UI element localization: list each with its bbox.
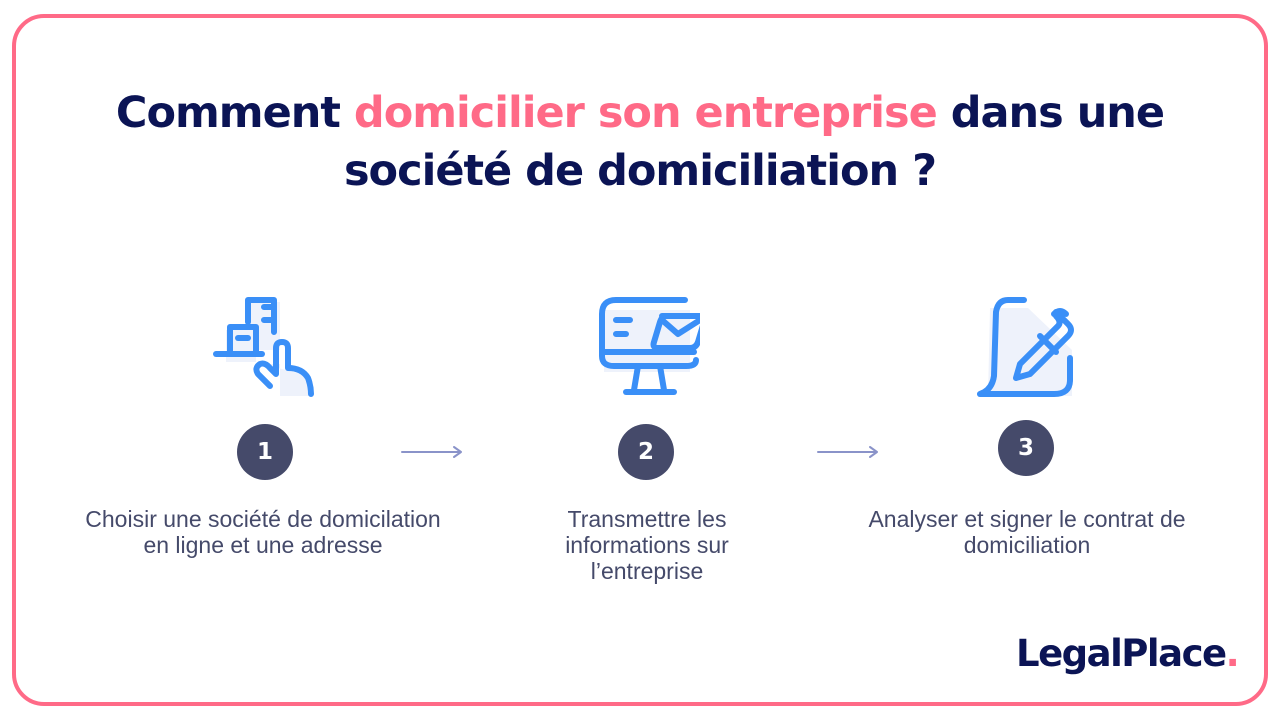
title-line2: société de domiciliation ? xyxy=(343,146,937,196)
document-sign-pen-icon xyxy=(977,297,1074,397)
computer-mail-icon xyxy=(599,297,700,395)
page-title: Comment domicilier son entreprise dans u… xyxy=(0,84,1280,200)
legalplace-logo: LegalPlace. xyxy=(1016,632,1240,675)
step-2-text: Transmettre les informations sur l’entre… xyxy=(565,506,729,584)
logo-text: LegalPlace xyxy=(1016,632,1227,675)
step-number-badge: 3 xyxy=(998,420,1054,476)
arrow-right-icon xyxy=(817,446,878,458)
logo-dot: . xyxy=(1225,632,1240,675)
step-number-badge: 1 xyxy=(237,424,293,480)
title-highlight: domicilier son entreprise xyxy=(353,88,938,138)
step-number-badge: 2 xyxy=(618,424,674,480)
card-border xyxy=(12,14,1268,706)
title-text: Comment xyxy=(115,88,354,138)
arrow-right-icon xyxy=(401,446,462,458)
step-3-text: Analyser et signer le contrat de domicil… xyxy=(868,506,1186,558)
hand-pointing-boxes-icon xyxy=(213,297,314,397)
step-1-text: Choisir une société de domicilation en l… xyxy=(85,506,441,558)
title-text: dans une xyxy=(936,88,1165,138)
